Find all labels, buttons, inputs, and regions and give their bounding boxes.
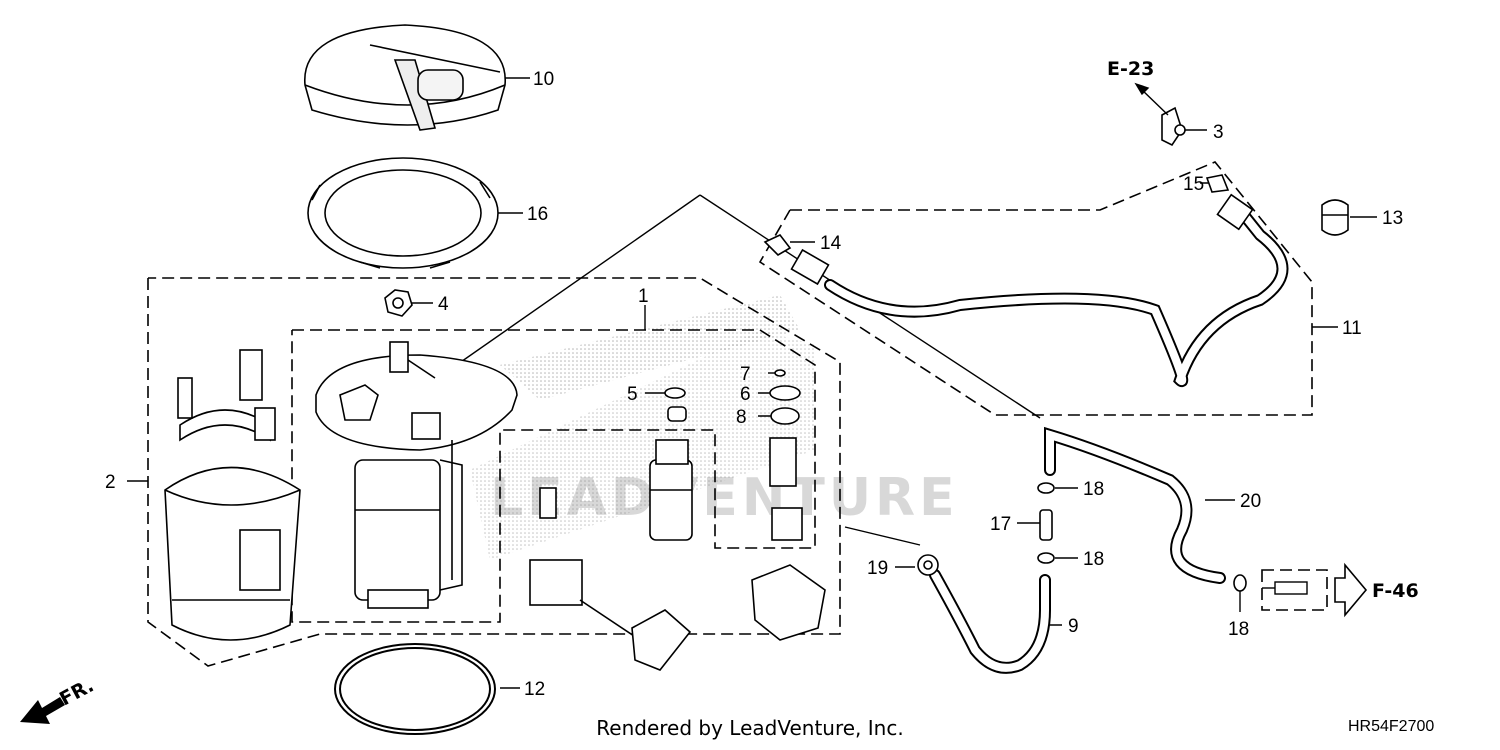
callout-20[interactable]: 20 [1240,491,1261,512]
fuel-level-sender [529,487,692,671]
callout-4[interactable]: 4 [438,294,449,315]
callout-7[interactable]: 7 [740,364,751,385]
fuel-pump-motor [649,439,693,541]
regulator-stack [664,369,826,641]
part-19-clamp [917,554,939,576]
callout-14[interactable]: 14 [820,233,842,254]
reference-arrow-right [1334,562,1368,618]
callout-16[interactable]: 16 [527,204,548,225]
assembly-outline-1 [291,329,816,623]
reference-arrow-top [1134,82,1169,116]
part-16-lock-ring [307,157,499,269]
part-2-reservoir [164,349,301,641]
connector-outline [1261,569,1328,611]
shading-band-upper [500,295,800,400]
callout-11[interactable]: 11 [1342,318,1362,339]
part-14-connector [763,234,830,286]
part-17-joint [1039,509,1053,541]
assembly-outline-11 [758,161,1313,416]
connector-fitting [1262,581,1308,595]
assembly-outline-2 [147,277,841,667]
part-18-clips [1037,482,1247,592]
callout-8[interactable]: 8 [736,407,747,428]
callout-13[interactable]: 13 [1382,208,1403,229]
callout-3[interactable]: 3 [1213,122,1224,143]
callout-12[interactable]: 12 [524,679,545,700]
callout-5[interactable]: 5 [627,384,638,405]
callout-18-top[interactable]: 18 [1083,479,1104,500]
callout-18-middle[interactable]: 18 [1083,549,1104,570]
part-10-top-cover [304,24,506,131]
part-13-grommet [1321,199,1349,236]
callout-15[interactable]: 15 [1183,174,1204,195]
reference-label-top[interactable]: E-23 [1107,58,1154,80]
callout-10[interactable]: 10 [533,69,554,90]
callout-6[interactable]: 6 [740,384,751,405]
diagram-code: HR54F2700 [1348,718,1435,735]
callout-18-right[interactable]: 18 [1228,619,1249,640]
part-3-joint [1161,106,1186,147]
reference-label-right[interactable]: F-46 [1372,580,1419,602]
callout-9[interactable]: 9 [1068,616,1079,637]
callout-2[interactable]: 2 [105,472,116,493]
part-4-nut [384,289,413,317]
callout-17[interactable]: 17 [990,514,1011,535]
part-9-fuel-hose [931,571,1049,672]
part-15-clip [1205,174,1254,231]
callout-1[interactable]: 1 [638,286,649,307]
part-20-vent-hose [1046,429,1224,582]
part-1-pump-unit [315,341,518,609]
part-12-o-ring [334,643,496,735]
callout-19[interactable]: 19 [867,558,888,579]
footer-credit: Rendered by LeadVenture, Inc. [596,716,904,740]
